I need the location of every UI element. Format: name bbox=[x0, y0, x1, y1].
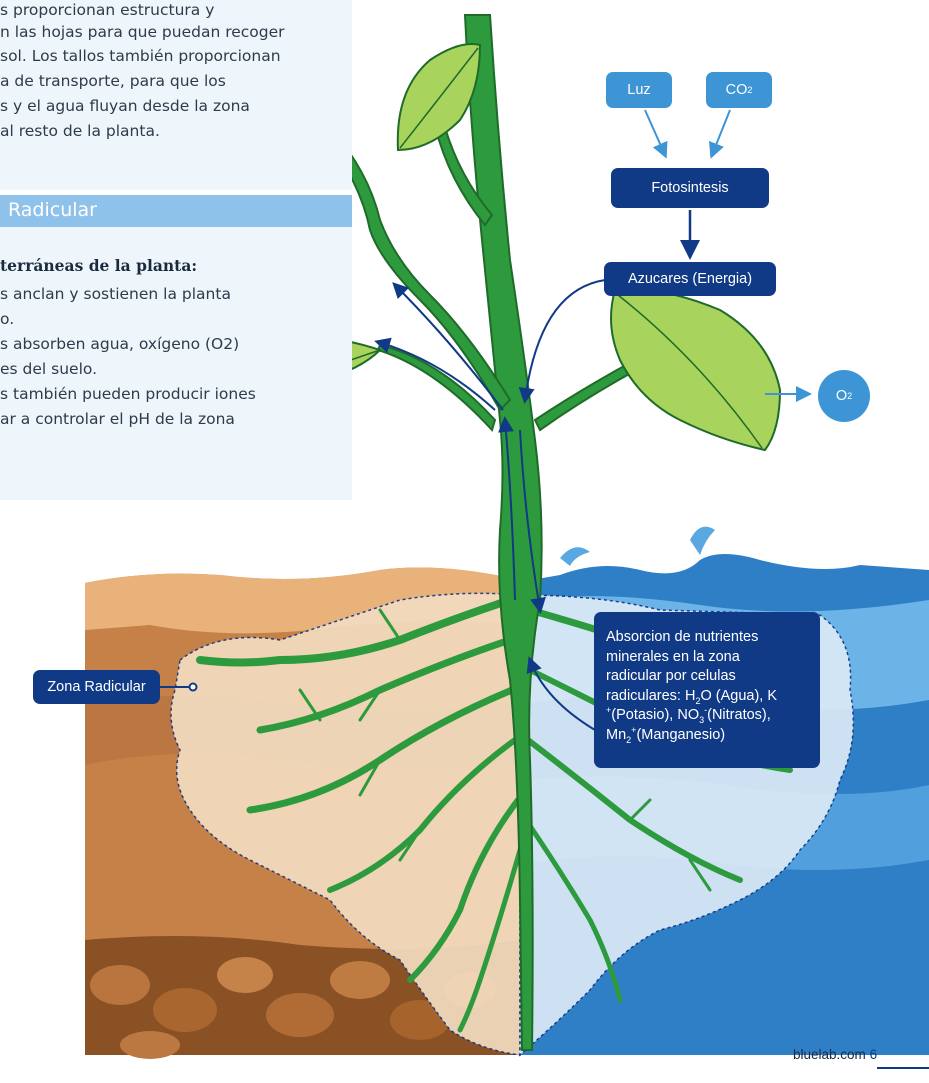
intro-line-3: sol. Los tallos también proporcionan bbox=[0, 46, 281, 66]
absorption-line-6: Mn2+(Manganesio) bbox=[606, 726, 810, 746]
root-zone-pointer-dot bbox=[190, 684, 197, 691]
absorption-line-4: radiculares: H2O (Agua), K bbox=[606, 687, 810, 707]
section-line-2: o. bbox=[0, 309, 14, 329]
section-title: Radicular bbox=[8, 199, 97, 221]
zona-radicular-label: Zona Radicular bbox=[33, 670, 160, 704]
o2-bubble: O2 bbox=[818, 370, 870, 422]
section-line-4: es del suelo. bbox=[0, 359, 97, 379]
intro-line-6: al resto de la planta. bbox=[0, 121, 160, 141]
co2-label: CO2 bbox=[706, 72, 772, 108]
absorption-line-2: minerales en la zona bbox=[606, 648, 810, 668]
azucares-label: Azucares (Energia) bbox=[604, 262, 776, 296]
page-number: 6 bbox=[870, 1047, 878, 1062]
fotosintesis-label: Fotosintesis bbox=[611, 168, 769, 208]
intro-line-2: n las hojas para que puedan recoger bbox=[0, 22, 285, 42]
section-line-5: s también pueden producir iones bbox=[0, 384, 256, 404]
section-heading: terráneas de la planta: bbox=[0, 256, 197, 275]
intro-line-1: s proporcionan estructura y bbox=[0, 0, 214, 20]
footer: bluelab.com 6 bbox=[793, 1047, 877, 1062]
section-line-3: s absorben agua, oxígeno (O2) bbox=[0, 334, 239, 354]
intro-line-5: s y el agua fluyan desde la zona bbox=[0, 96, 250, 116]
absorption-line-5: +(Potasio), NO3-(Nitratos), bbox=[606, 706, 810, 726]
section-line-1: s anclan y sostienen la planta bbox=[0, 284, 231, 304]
footer-rule bbox=[877, 1067, 929, 1069]
section-line-6: ar a controlar el pH de la zona bbox=[0, 409, 235, 429]
absorption-note: Absorcion de nutrientes minerales en la … bbox=[594, 612, 820, 768]
section-band: Radicular bbox=[0, 195, 352, 227]
luz-label: Luz bbox=[606, 72, 672, 108]
intro-line-4: a de transporte, para que los bbox=[0, 71, 226, 91]
absorption-line-1: Absorcion de nutrientes bbox=[606, 628, 810, 648]
absorption-line-3: radicular por celulas bbox=[606, 667, 810, 687]
footer-site: bluelab.com bbox=[793, 1047, 866, 1062]
